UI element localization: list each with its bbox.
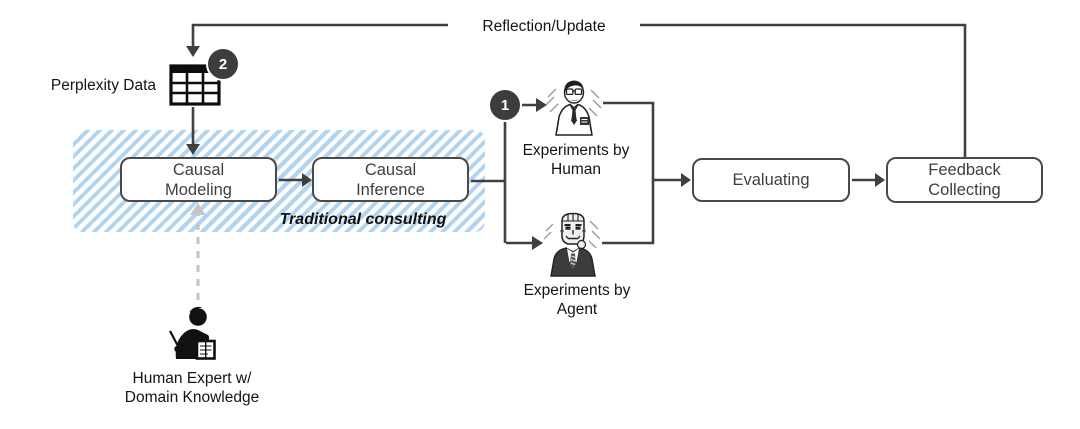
human-expert-label: Human Expert w/ Domain Knowledge [124,370,260,406]
causal-modeling-label-line2: Modeling [165,180,232,199]
feedback-label-line2: Collecting [928,181,1001,199]
merge-connector [602,101,655,245]
causal-inference-box: Causal Inference [312,157,469,202]
perplexity-data-label: Perplexity Data [50,77,156,94]
causal-modeling-label-line1: Causal [172,160,225,179]
experiments-by-agent-label: Experiments by Agent [523,282,631,318]
traditional-consulting-label: Traditional consulting [279,211,447,228]
human-expert-icon [169,306,216,360]
robot-agent-icon [543,212,601,277]
reflection-update-label: Reflection/Update [448,16,640,37]
arrowheads [186,46,885,250]
causal-inference-label-line1: Causal [364,160,417,179]
step-2-badge: 2 [206,47,240,81]
doctor-human-icon [545,80,602,136]
experiments-by-human-label: Experiments by Human [522,142,630,178]
causal-inference-label-line2: Inference [356,180,425,199]
table-data-icon [169,64,221,106]
feedback-collecting-box: Feedback Collecting [886,157,1043,203]
step-1-badge: 1 [488,88,522,122]
feedback-label-line1: Feedback [928,161,1001,179]
expert-to-modeling-dashed-connector [190,203,206,300]
evaluating-label: Evaluating [732,171,810,189]
evaluating-box: Evaluating [692,158,850,202]
causal-modeling-box: Causal Modeling [120,157,277,202]
